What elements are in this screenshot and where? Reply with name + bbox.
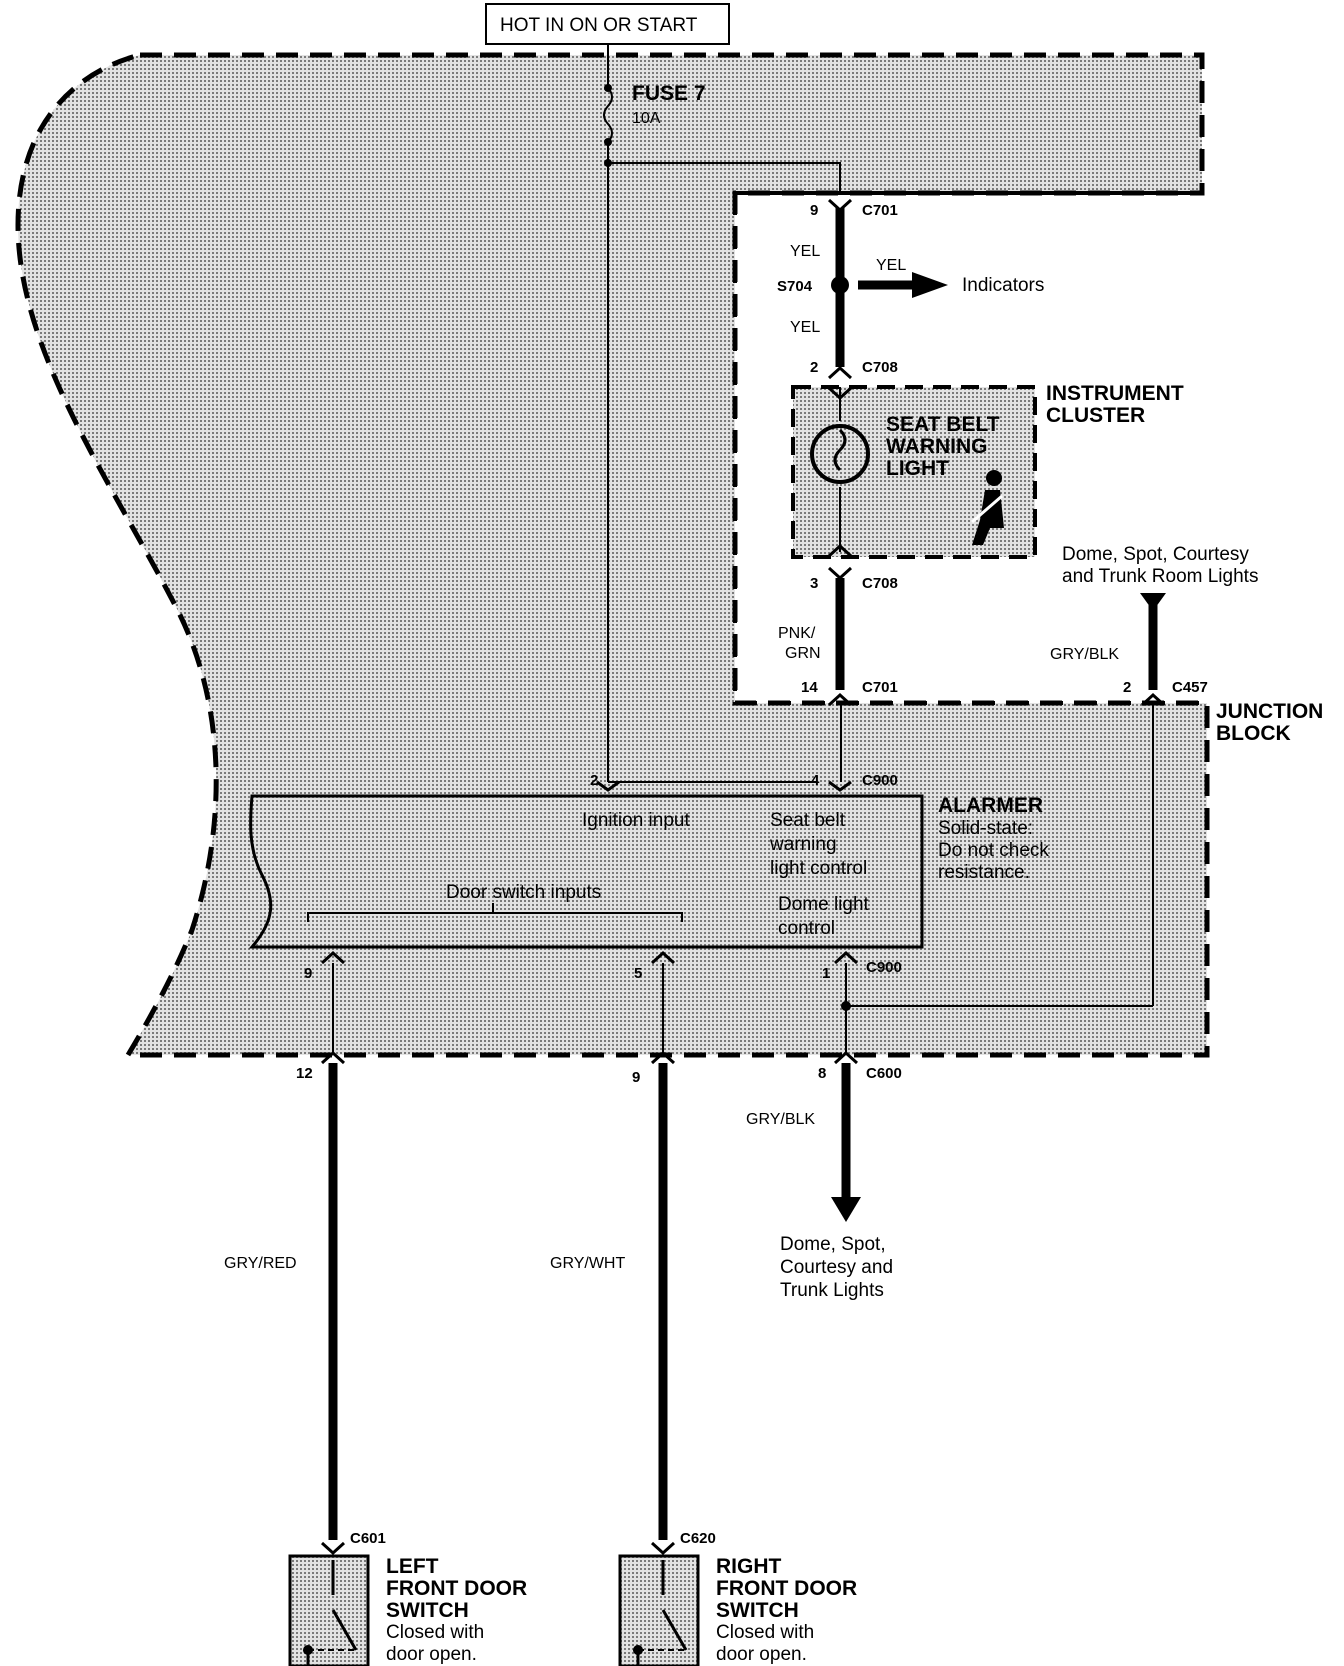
c701-top-label: C701 <box>862 202 898 219</box>
seat-belt-light-label-2: WARNING <box>886 435 988 458</box>
right-switch-label-4: Closed with <box>716 1622 814 1643</box>
arrow-heads <box>831 272 1166 1222</box>
c600-mid-pin: 9 <box>632 1069 640 1086</box>
instrument-cluster-label-1: INSTRUMENT <box>1046 382 1184 405</box>
c900-left-pin: 9 <box>304 965 312 982</box>
c900-top-label: C900 <box>862 772 898 789</box>
c457-pin: 2 <box>1123 679 1131 696</box>
seat-belt-control-2: warning <box>769 834 837 855</box>
left-switch-label-2: FRONT DOOR <box>386 1577 527 1600</box>
left-door-switch <box>288 1554 370 1666</box>
indicators-arrow-head <box>912 272 948 298</box>
seat-belt-person-icon <box>971 470 1004 545</box>
indicators-label: Indicators <box>962 275 1044 296</box>
c457-label: C457 <box>1172 679 1208 696</box>
power-source-label: HOT IN ON OR START <box>500 15 698 36</box>
ignition-input-label: Ignition input <box>582 810 690 831</box>
yel-lower-label: YEL <box>790 319 820 336</box>
seat-belt-control-3: light control <box>770 858 867 879</box>
dome-lights-arrow-top <box>1140 593 1166 611</box>
gry-red-label: GRY/RED <box>224 1255 297 1272</box>
seat-belt-lamp-icon <box>810 424 870 484</box>
connector-chevrons <box>320 198 1166 1556</box>
right-switch-label-3: SWITCH <box>716 1599 799 1622</box>
s704-splice <box>831 276 849 294</box>
dome-bottom-label-1: Dome, Spot, <box>780 1234 886 1255</box>
instrument-cluster-boundary <box>733 191 1207 705</box>
gry-blk-top-label: GRY/BLK <box>1050 646 1119 663</box>
dome-bottom-label-3: Trunk Lights <box>780 1280 884 1301</box>
right-door-switch <box>618 1554 700 1666</box>
thin-wires <box>307 44 1154 1052</box>
alarmer-note-1: Solid-state: <box>938 818 1033 839</box>
seat-belt-light-label-3: LIGHT <box>886 457 949 480</box>
dome-bottom-label-2: Courtesy and <box>780 1257 893 1278</box>
fuse-name: FUSE 7 <box>632 82 706 105</box>
pnk-grn-label-2: GRN <box>785 645 821 662</box>
dome-lights-arrow-down <box>831 1197 861 1222</box>
s704-label: S704 <box>777 278 813 295</box>
right-switch-label-5: door open. <box>716 1644 807 1665</box>
c708-top-label: C708 <box>862 359 898 376</box>
pnk-grn-label-1: PNK/ <box>778 625 816 642</box>
c708-bottom-pin: 3 <box>810 575 818 592</box>
seat-belt-light-label-1: SEAT BELT <box>886 413 1000 436</box>
c701-bottom-label: C701 <box>862 679 898 696</box>
c900-right-pin: 1 <box>822 965 830 982</box>
alarmer-title: ALARMER <box>938 794 1043 817</box>
c701-top-pin: 9 <box>810 202 818 219</box>
fuse-rating: 10A <box>632 110 661 127</box>
dome-control-2: control <box>778 918 835 939</box>
c708-bottom-label: C708 <box>862 575 898 592</box>
left-switch-label-4: Closed with <box>386 1622 484 1643</box>
alarmer-module <box>248 794 924 949</box>
c900-belt-pin: 4 <box>811 772 820 789</box>
left-switch-label-5: door open. <box>386 1644 477 1665</box>
alarmer-note-3: resistance. <box>938 862 1030 883</box>
c900-ignition-pin: 2 <box>590 772 598 789</box>
seat-belt-control-1: Seat belt <box>770 810 846 831</box>
right-switch-label-2: FRONT DOOR <box>716 1577 857 1600</box>
splice-dots <box>604 84 851 1011</box>
junction-block-label-1: JUNCTION <box>1216 700 1323 723</box>
c600-right-pin: 8 <box>818 1065 826 1082</box>
c701-bottom-pin: 14 <box>801 679 818 696</box>
instrument-cluster-label-2: CLUSTER <box>1046 404 1145 427</box>
yel-upper-label: YEL <box>790 243 820 260</box>
dome-control-1: Dome light <box>778 894 870 915</box>
left-switch-label-3: SWITCH <box>386 1599 469 1622</box>
c620-label: C620 <box>680 1530 716 1547</box>
yel-branch-label: YEL <box>876 257 906 274</box>
dome-top-label-1: Dome, Spot, Courtesy <box>1062 544 1249 565</box>
c601-label: C601 <box>350 1530 386 1547</box>
c600-left-pin: 12 <box>296 1065 313 1082</box>
dome-top-label-2: and Trunk Room Lights <box>1062 566 1258 587</box>
c900-mid-pin: 5 <box>634 965 642 982</box>
alarmer-note-2: Do not check <box>938 840 1049 861</box>
power-source-box <box>485 3 730 45</box>
junction-block-label-2: BLOCK <box>1216 722 1291 745</box>
right-switch-label-1: RIGHT <box>716 1555 782 1578</box>
c708-top-pin: 2 <box>810 359 818 376</box>
c900-bottom-label: C900 <box>866 959 902 976</box>
left-switch-label-1: LEFT <box>386 1555 439 1578</box>
door-switch-inputs-label: Door switch inputs <box>446 882 601 903</box>
gry-wht-label: GRY/WHT <box>550 1255 625 1272</box>
c600-label: C600 <box>866 1065 902 1082</box>
gry-blk-bottom-label: GRY/BLK <box>746 1111 815 1128</box>
